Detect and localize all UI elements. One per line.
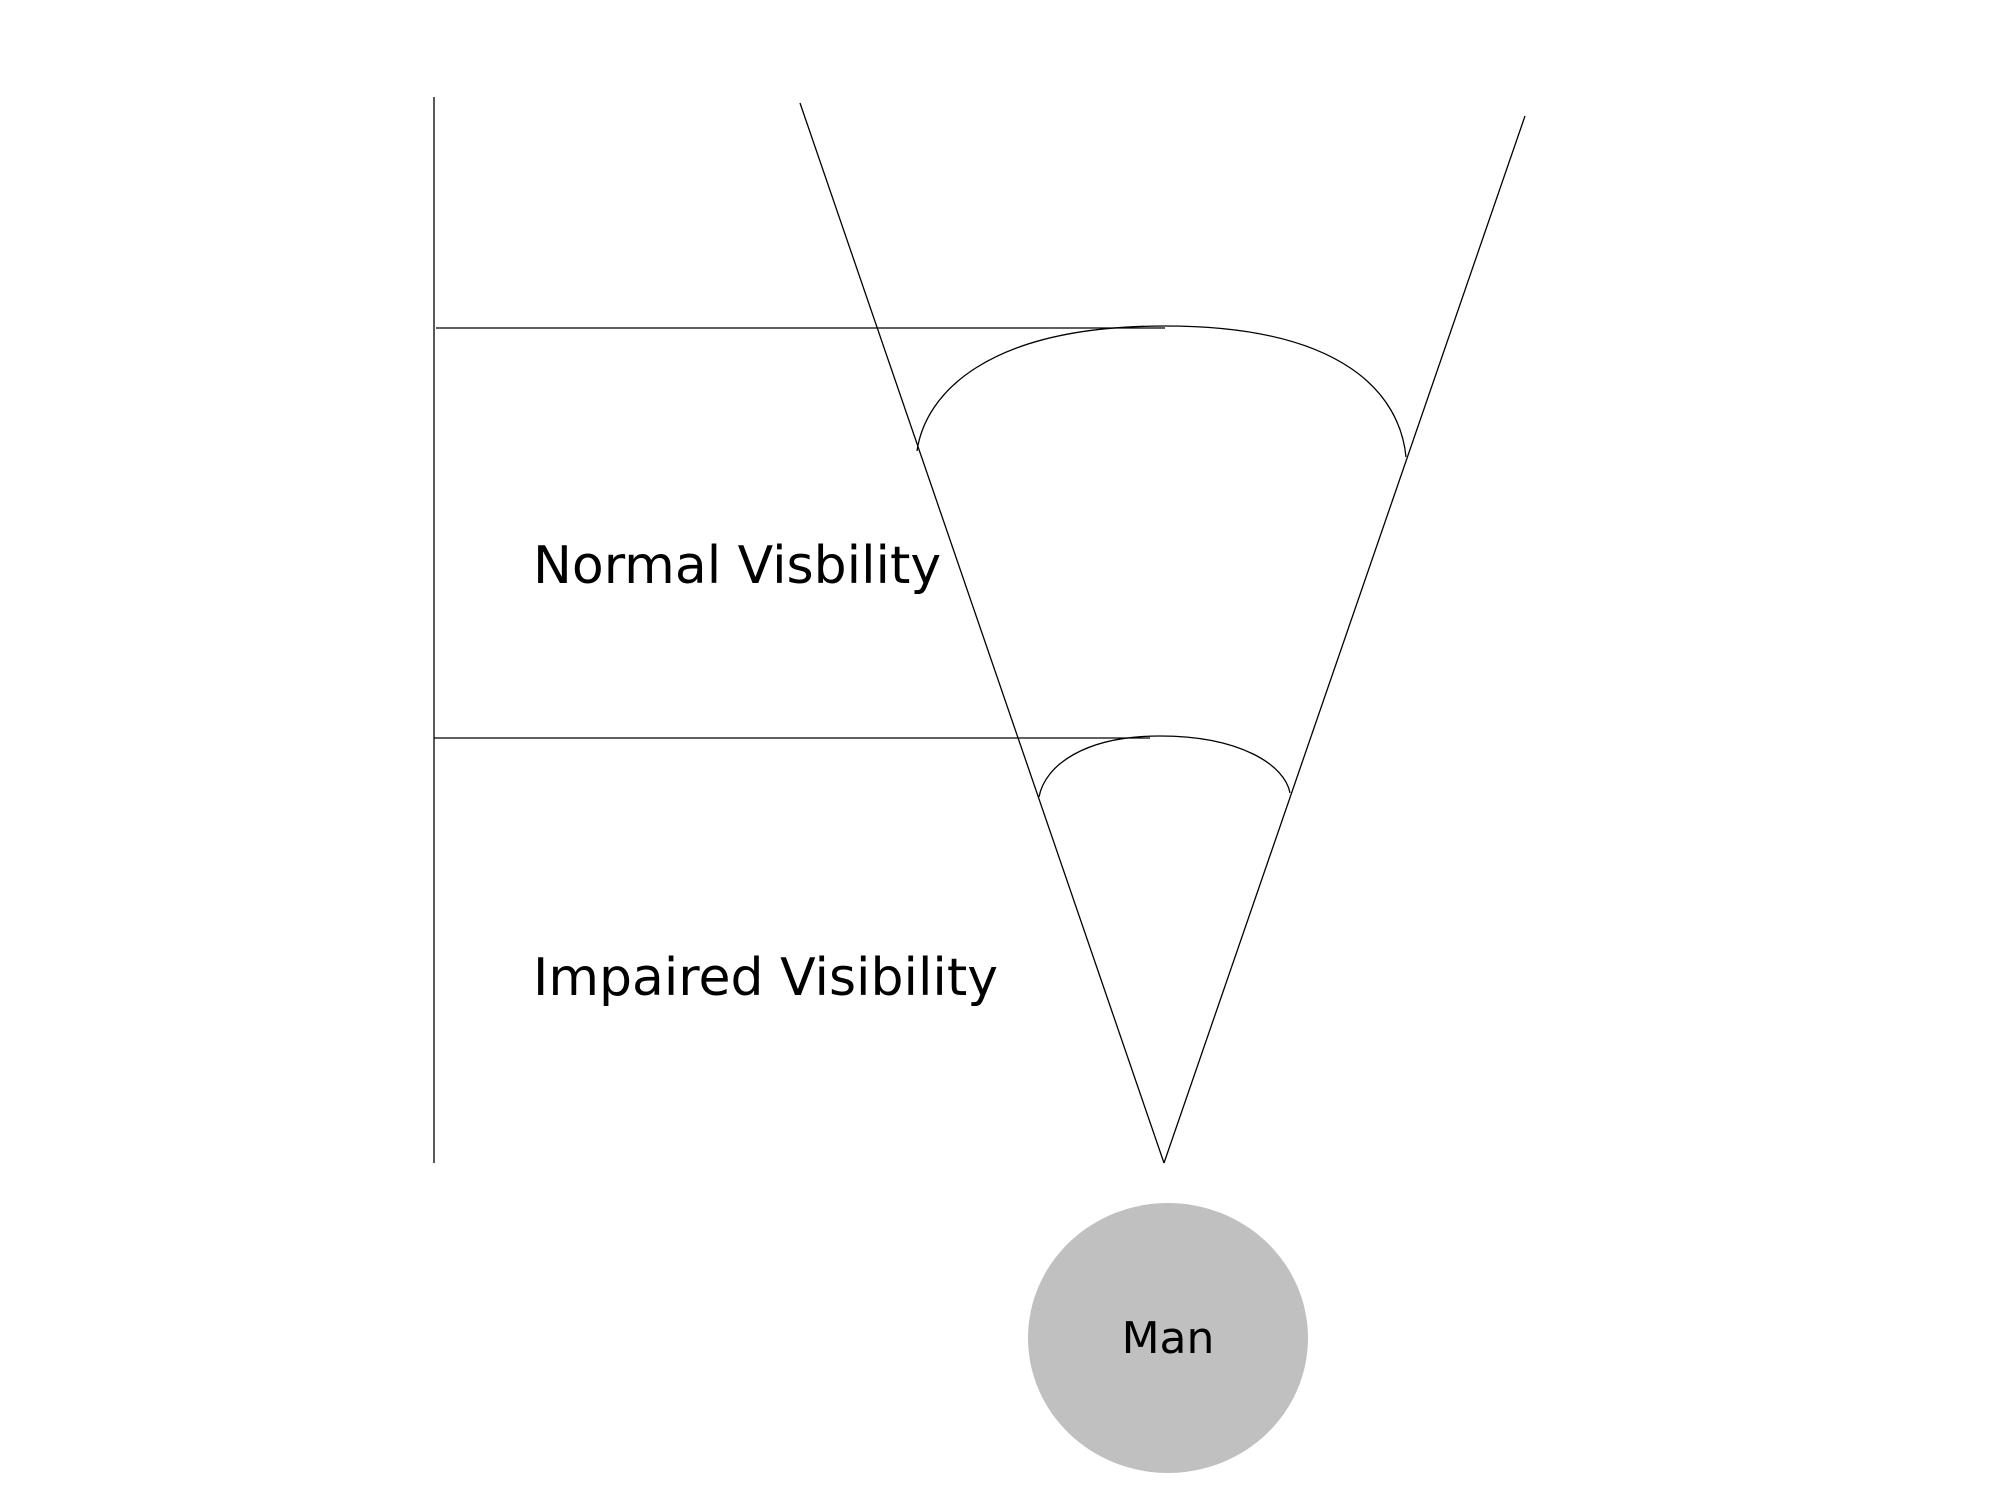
- man-label: Man: [1122, 1313, 1215, 1364]
- normal-visibility-arc: [916, 325, 1407, 458]
- man-circle: [1028, 1203, 1308, 1473]
- cone-left-edge: [799, 102, 1165, 1164]
- impaired-visibility-arc: [1038, 735, 1291, 798]
- impaired-visibility-label: Impaired Visibility: [533, 948, 998, 1008]
- cone-right-edge: [1163, 115, 1526, 1164]
- normal-visibility-label: Normal Visbility: [533, 536, 941, 596]
